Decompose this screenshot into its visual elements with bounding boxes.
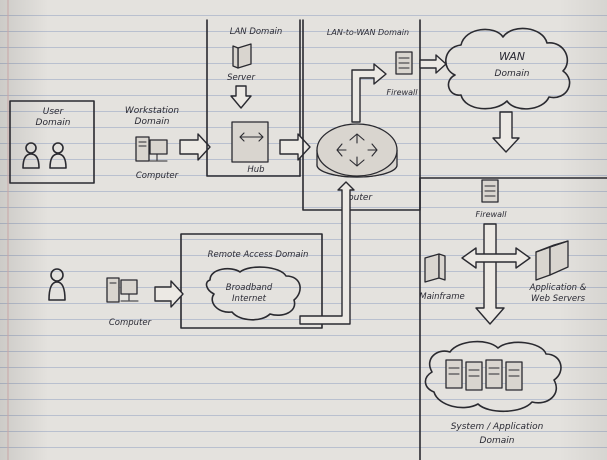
app-servers-label-1: Application & [529,283,587,293]
user-domain: User Domain [9,100,95,184]
workstation-domain-label-1: Workstation [125,106,180,116]
mainframe-icon [424,253,446,283]
remote-access-domain: Remote Access Domain Broadband Internet [180,233,323,329]
wan-domain-label-1: WAN [499,50,525,63]
users-icon [22,142,67,169]
workstation-domain: Workstation Domain Computer [125,106,180,181]
app-servers-label-2: Web Servers [531,294,586,304]
user-domain-label-2: Domain [36,118,71,128]
arrow-mainframe-app-servers [461,247,531,269]
firewall-icon [395,51,413,75]
arrow-workstation-to-hub [179,133,211,161]
arrow-wan-to-system-firewall [492,111,520,153]
lan-to-wan-domain-title: LAN-to-WAN Domain [327,28,409,37]
arrow-server-to-hub [230,85,252,109]
lan-domain-title: LAN Domain [230,27,283,37]
router-label: Router [342,193,374,203]
user-domain-box [9,100,95,184]
wan-domain: WAN Domain [445,27,571,110]
system-domain-label-2: Domain [480,436,515,446]
lan-domain: LAN Domain Server Hub [206,19,301,177]
datacenter-cloud [424,340,562,413]
arrow-computer-to-broadband [154,280,184,308]
workstation-computer-icon [135,136,168,162]
broadband-label-2: Internet [232,294,267,304]
hub-icon [231,121,269,163]
remote-computer-label: Computer [109,318,152,328]
lan-to-wan-domain: LAN-to-WAN Domain Firewall Router [302,19,421,211]
system-application-domain: Firewall Mainframe Application & Web Ser… [419,177,607,460]
app-web-servers-icon [535,240,569,281]
firewall-label-top: Firewall [387,88,419,97]
arrow-firewall-to-wan [419,54,447,74]
remote-user-icon [48,268,66,301]
lan-domain-box [206,19,301,177]
arrow-broadband-to-router [299,181,355,325]
system-firewall-label: Firewall [476,210,508,219]
remote-computer-icon [106,277,139,303]
server-icon [232,43,252,69]
remote-access-domain-box [180,233,323,329]
workstation-domain-label-2: Domain [135,117,170,127]
broadband-label-1: Broadband [226,283,273,293]
broadband-internet-cloud [205,266,301,321]
user-domain-label-1: User [43,107,65,117]
system-firewall-icon [481,179,499,203]
datacenter-cloud-outline [424,340,562,413]
system-domain-label-1: System / Application [451,422,544,432]
wan-domain-label-2: Domain [495,69,530,79]
arrow-router-to-firewall [351,63,387,123]
router-icon [316,123,398,178]
arrow-firewall-to-datacenter [475,223,505,325]
server-label: Server [227,73,255,83]
hub-label: Hub [247,165,264,175]
datacenter-servers-icon [445,359,523,391]
workstation-computer-label: Computer [136,171,179,181]
arrow-hub-to-router [279,133,311,161]
wan-cloud [445,27,571,110]
lan-to-wan-domain-box [302,19,421,211]
mainframe-label: Mainframe [419,292,465,302]
remote-access-domain-title: Remote Access Domain [208,250,309,260]
